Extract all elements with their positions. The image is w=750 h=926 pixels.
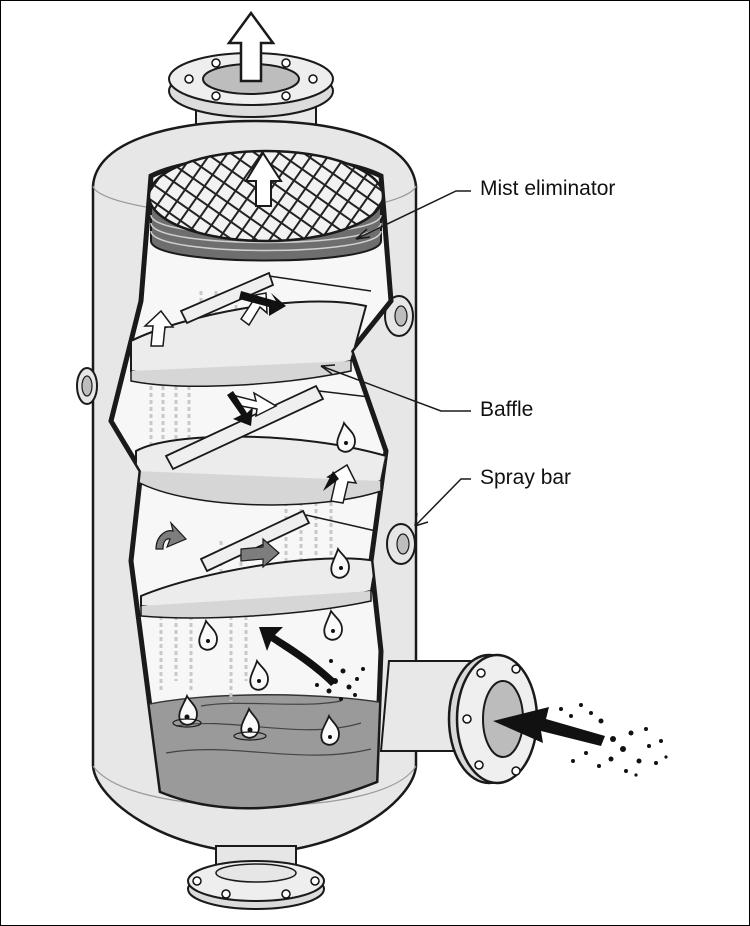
bottom-nozzle (187, 845, 325, 910)
inlet-arrow (493, 707, 605, 746)
label-mist-eliminator: Mist eliminator (480, 177, 616, 200)
side-port-upper-right (384, 295, 414, 337)
inlet-nozzle (379, 653, 539, 785)
mist-eliminator-up-arrow (244, 151, 283, 207)
gas-flow-arrows-dark (227, 291, 339, 686)
spray-bars (164, 271, 387, 573)
droplets (178, 420, 356, 746)
outlet-arrow (226, 10, 276, 83)
cutaway-chamber (108, 154, 394, 810)
callout-lines (320, 190, 471, 527)
mist-eliminator-pad (147, 149, 385, 262)
label-baffle: Baffle (480, 398, 534, 421)
side-port-lower-right (386, 523, 416, 565)
label-spray-bar: Spray bar (480, 466, 572, 489)
inlet-particles (309, 659, 668, 777)
side-port-left (76, 367, 98, 405)
gas-flow-arrows-gray (155, 520, 280, 569)
